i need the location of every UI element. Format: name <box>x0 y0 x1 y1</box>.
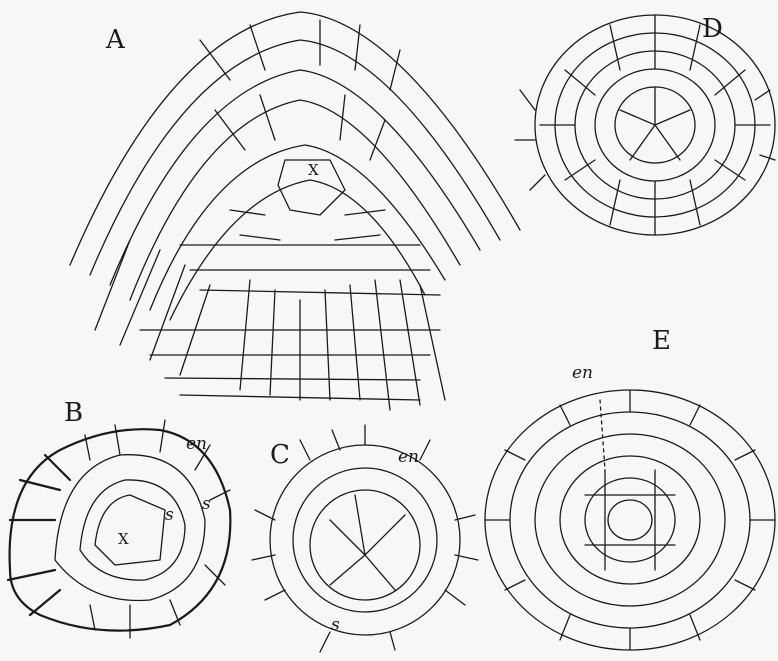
panel-label-b: B <box>64 400 83 426</box>
panel-label-c: C <box>270 442 290 468</box>
panel-label-d: D <box>702 16 723 42</box>
mark-en-e: en <box>572 365 593 382</box>
mark-en-c: en <box>398 449 419 466</box>
mark-s-b2: s <box>202 496 211 513</box>
panel-e-section <box>485 390 775 650</box>
panel-a-root-apex <box>70 12 520 410</box>
mark-x-a: X <box>308 163 319 178</box>
mark-s-b1: s <box>165 507 174 524</box>
mark-en-b: en <box>186 436 207 453</box>
mark-s-c: s <box>331 617 340 634</box>
panel-label-a: A <box>106 27 125 53</box>
panel-d-cross-section <box>515 15 775 235</box>
mark-x-b: X <box>118 532 129 547</box>
panel-label-e: E <box>652 328 671 354</box>
